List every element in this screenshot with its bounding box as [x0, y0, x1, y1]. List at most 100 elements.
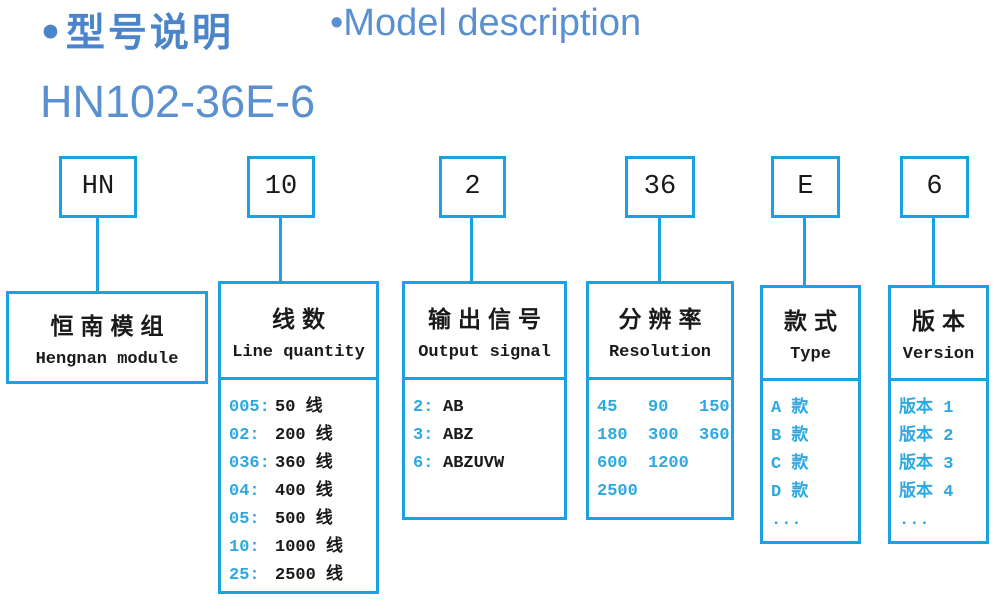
- option-value: 200 线: [275, 426, 333, 445]
- option-values: 600 1200: [597, 454, 689, 473]
- option-row: 04: 400 线: [229, 478, 372, 506]
- option-code: 10:: [229, 538, 260, 557]
- option-value: 500 线: [275, 510, 333, 529]
- option-row: 6: ABZUVW: [413, 450, 560, 478]
- category-name-cn: 款式: [784, 308, 844, 335]
- option-row: 25: 2500 线: [229, 562, 372, 590]
- option-row: 600 1200: [597, 450, 727, 478]
- option-values: ...: [899, 511, 930, 530]
- option-row: 45 90 150: [597, 394, 730, 422]
- option-values: 版本 3: [899, 455, 954, 474]
- category-name-en: Output signal: [418, 342, 551, 362]
- option-values: 版本 4: [899, 483, 954, 502]
- option-row: A 款: [771, 395, 854, 423]
- option-value: 360 线: [275, 454, 333, 473]
- category-name-cn: 输出信号: [428, 305, 548, 333]
- connector-line: [658, 218, 661, 282]
- category-box-hengnan-module: 恒南模组 Hengnan module: [6, 291, 208, 384]
- option-code: 25:: [229, 566, 260, 585]
- option-row: 版本 3: [899, 451, 982, 479]
- segment-box-hn: HN: [59, 156, 137, 218]
- segment-box-10: 10: [247, 156, 315, 218]
- category-name-en: Line quantity: [232, 342, 365, 362]
- option-code: 3:: [413, 426, 434, 445]
- category-box-type: 款式 Type A 款 B 款 C 款 D 款 ...: [760, 285, 861, 544]
- connector-line: [96, 218, 99, 292]
- option-list: 版本 1 版本 2 版本 3 版本 4 ...: [891, 381, 986, 535]
- category-box-version: 版本 Version 版本 1 版本 2 版本 3 版本 4 ...: [888, 285, 989, 544]
- page-title-english: •Model description: [330, 2, 642, 44]
- option-row: 036: 360 线: [229, 450, 372, 478]
- category-name-cn: 版本: [912, 308, 972, 335]
- option-row: 版本 4: [899, 479, 982, 507]
- category-name-en: Type: [790, 345, 831, 364]
- option-list: A 款 B 款 C 款 D 款 ...: [763, 381, 858, 535]
- option-row: 005: 50 线: [229, 394, 372, 422]
- option-values: C 款: [771, 455, 809, 474]
- connector-line: [803, 218, 806, 286]
- connector-line: [279, 218, 282, 282]
- category-name-cn: 分辨率: [618, 305, 709, 333]
- category-box-resolution: 分辨率 Resolution 45 90 150 180 300 360 600…: [586, 281, 734, 520]
- category-header: 恒南模组 Hengnan module: [9, 294, 205, 381]
- category-box-output-signal: 输出信号 Output signal 2: AB 3: ABZ 6: ABZUVW: [402, 281, 567, 520]
- option-row: B 款: [771, 423, 854, 451]
- option-values: 版本 2: [899, 427, 954, 446]
- category-name-en: Version: [902, 345, 975, 364]
- connector-line: [470, 218, 473, 282]
- option-values: 版本 1: [899, 399, 954, 418]
- option-code: 036:: [229, 454, 270, 473]
- option-code: 02:: [229, 426, 260, 445]
- option-values: D 款: [771, 483, 809, 502]
- option-row: C 款: [771, 451, 854, 479]
- option-row: ...: [899, 507, 982, 535]
- option-row: 02: 200 线: [229, 422, 372, 450]
- option-row: 版本 1: [899, 395, 982, 423]
- model-number: HN102-36E-6: [40, 76, 316, 127]
- category-name-cn: 恒南模组: [50, 312, 171, 340]
- option-list: 45 90 150 180 300 360 600 1200 2500: [589, 380, 731, 506]
- option-row: ...: [771, 507, 854, 535]
- option-value: ABZ: [443, 426, 474, 445]
- option-code: 6:: [413, 454, 434, 473]
- option-value: 1000 线: [275, 538, 344, 557]
- segment-box-36: 36: [625, 156, 695, 218]
- category-box-line-quantity: 线数 Line quantity 005: 50 线 02: 200 线 036: 3…: [218, 281, 379, 594]
- option-list: 005: 50 线 02: 200 线 036: 360 线 04: 400 线 05:…: [221, 380, 376, 590]
- option-value: ABZUVW: [443, 454, 505, 473]
- option-code: 04:: [229, 482, 260, 501]
- option-row: 2: AB: [413, 394, 560, 422]
- option-value: 400 线: [275, 482, 333, 501]
- option-values: 180 300 360: [597, 426, 730, 445]
- option-value: AB: [443, 398, 464, 417]
- category-header: 线数 Line quantity: [221, 284, 376, 380]
- option-value: 50 线: [275, 398, 323, 417]
- category-header: 版本 Version: [891, 288, 986, 381]
- option-row: 10: 1000 线: [229, 534, 372, 562]
- segment-box-2: 2: [439, 156, 506, 218]
- connector-line: [932, 218, 935, 286]
- option-row: D 款: [771, 479, 854, 507]
- category-name-en: Resolution: [608, 342, 712, 362]
- category-header: 输出信号 Output signal: [405, 284, 564, 380]
- category-name-en: Hengnan module: [35, 349, 179, 369]
- option-code: 2:: [413, 398, 434, 417]
- segment-box-6: 6: [900, 156, 969, 218]
- page-title-chinese: •型号说明: [38, 10, 234, 56]
- option-value: 2500 线: [275, 566, 344, 585]
- category-header: 款式 Type: [763, 288, 858, 381]
- option-values: 45 90 150: [597, 398, 730, 417]
- option-row: 180 300 360: [597, 422, 730, 450]
- option-row: 2500: [597, 478, 727, 506]
- option-code: 005:: [229, 398, 270, 417]
- option-values: A 款: [771, 399, 809, 418]
- option-row: 版本 2: [899, 423, 982, 451]
- segment-box-e: E: [771, 156, 840, 218]
- category-header: 分辨率 Resolution: [589, 284, 731, 380]
- option-list: 2: AB 3: ABZ 6: ABZUVW: [405, 380, 564, 478]
- option-code: 05:: [229, 510, 260, 529]
- option-values: 2500: [597, 482, 638, 501]
- option-row: 3: ABZ: [413, 422, 560, 450]
- option-row: 05: 500 线: [229, 506, 372, 534]
